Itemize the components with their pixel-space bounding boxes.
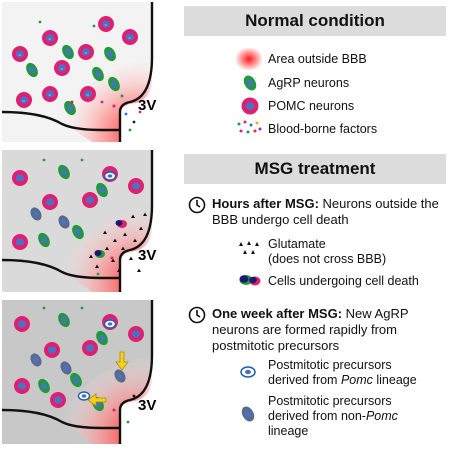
brain-boundary: [2, 110, 120, 132]
colored-dots-icon: [237, 120, 262, 134]
ventricle-wall: [118, 2, 154, 142]
header-normal-condition: Normal condition: [184, 6, 446, 36]
clock-icon: [188, 306, 206, 324]
legend-pomc-precursors: Postmitotic precursors derived from Pomc…: [268, 358, 417, 388]
step-hours-after-msg: Hours after MSG: Neurons outside the BBB…: [212, 196, 446, 228]
legend-glutamate-line2: (does not cross BBB): [268, 252, 387, 266]
legend-blood-borne-factors: Blood-borne factors: [268, 122, 378, 136]
non-pomc-precursor-icon: [241, 406, 255, 422]
panel-week-illustration: 3V: [2, 300, 178, 444]
legend-pomc-precursors-line1: Postmitotic precursors: [268, 358, 392, 372]
legend-non-pomc-line2: derived from non-Pomc: [268, 409, 398, 423]
legend-agrp-neurons: AgRP neurons: [268, 76, 350, 90]
step-one-week-after-msg: One week after MSG: New AgRP neurons are…: [212, 306, 446, 354]
legend-dying-cells: Cells undergoing cell death: [268, 274, 419, 288]
agrp-neuron-icon: [243, 75, 257, 91]
legend-non-pomc-line3: lineage: [268, 424, 309, 438]
step-week-text: New AgRP neurons are formed rapidly from…: [212, 306, 409, 353]
step-hours-bold: Hours after MSG:: [212, 196, 319, 211]
dying-cells-icon: [239, 275, 261, 286]
header-msg-treatment: MSG treatment: [184, 154, 446, 184]
clock-icon: [188, 196, 206, 214]
legend-pomc-neurons: POMC neurons: [268, 99, 355, 113]
pomc-neuron-icon: [241, 97, 259, 115]
step-week-bold: One week after MSG:: [212, 306, 343, 321]
ventricle-label: 3V: [138, 97, 156, 114]
panel-normal-illustration: o 3V: [2, 2, 178, 142]
legend-non-pomc-precursors: Postmitotic precursors derived from non-…: [268, 394, 398, 439]
ventricle-label: 3V: [138, 397, 156, 414]
glutamate-cluster: [89, 212, 147, 272]
legend-non-pomc-line1: Postmitotic precursors: [268, 394, 392, 408]
legend-pomc-precursors-line2: derived from Pomc lineage: [268, 373, 417, 387]
pomc-precursor-icon: [240, 366, 256, 378]
area-outside-bbb: [62, 57, 152, 142]
legend-glutamate: Glutamate (does not cross BBB): [268, 237, 386, 267]
panel-msg-illustration: 3V: [2, 150, 178, 292]
legend-glutamate-line1: Glutamate: [268, 237, 326, 251]
ventricle-label: 3V: [138, 247, 156, 264]
legend-area-outside-bbb: Area outside BBB: [268, 52, 367, 66]
yellow-arrows: [87, 351, 129, 407]
red-gradient-area-icon: [236, 48, 262, 70]
glutamate-triangles-icon: [239, 241, 259, 254]
step-hours-text: Neurons outside the BBB undergo cell dea…: [212, 196, 439, 227]
